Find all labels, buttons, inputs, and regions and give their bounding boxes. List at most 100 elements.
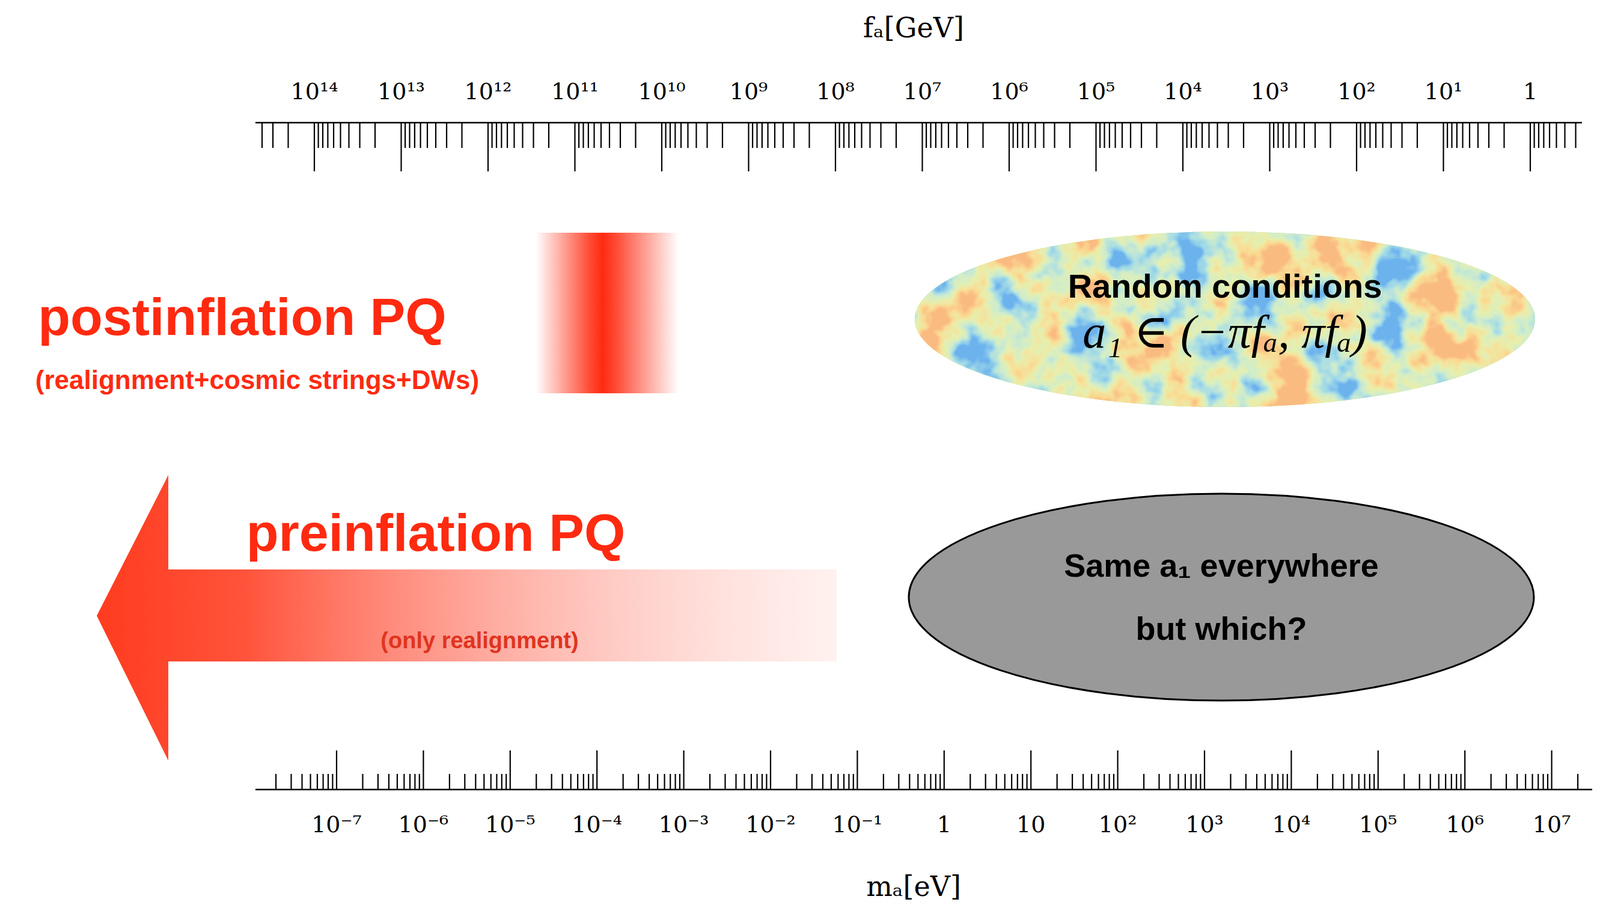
axis-tick bbox=[747, 122, 749, 172]
tick-label: 10³ bbox=[1185, 812, 1224, 838]
axis-tick bbox=[322, 122, 324, 148]
axis-tick bbox=[860, 122, 862, 148]
regime-note: (only realignment) bbox=[380, 628, 579, 654]
axis-tick bbox=[1381, 122, 1384, 148]
tick-label: 1 bbox=[1523, 79, 1538, 105]
axis-tick bbox=[674, 773, 677, 790]
axis-tick bbox=[924, 773, 926, 790]
axis-tick bbox=[947, 122, 950, 148]
axis-tick bbox=[1314, 122, 1316, 148]
axis-tick bbox=[313, 122, 315, 172]
axis-tick bbox=[1229, 773, 1231, 790]
axis-tick bbox=[418, 773, 421, 790]
axis-tick bbox=[322, 773, 324, 790]
axis-tick bbox=[577, 773, 579, 790]
axis-tick bbox=[1548, 122, 1551, 148]
axis-tick bbox=[1113, 773, 1115, 790]
axis-tick bbox=[852, 773, 855, 790]
tick-label: 10⁵ bbox=[1077, 79, 1116, 105]
axis-tick bbox=[1121, 122, 1123, 148]
regime-title: preinflation PQ bbox=[246, 503, 626, 562]
axis-tick bbox=[1364, 122, 1366, 148]
axis-tick bbox=[1574, 122, 1576, 148]
axis-tick bbox=[834, 122, 837, 172]
axis-tick bbox=[619, 122, 621, 148]
axis-tick bbox=[822, 773, 824, 790]
axis-tick bbox=[1551, 750, 1553, 790]
tick-label: 10² bbox=[1098, 812, 1138, 838]
axis-tick bbox=[1016, 122, 1019, 148]
axis-tick bbox=[1403, 773, 1405, 790]
axis-tick bbox=[506, 122, 508, 148]
axis-tick bbox=[1264, 773, 1266, 790]
axis-tick bbox=[1442, 122, 1444, 172]
axis-tick bbox=[1195, 773, 1197, 790]
axis-tick bbox=[943, 750, 945, 790]
axis-tick bbox=[1363, 773, 1365, 790]
axis-tick bbox=[895, 122, 897, 148]
axis-tick bbox=[1369, 773, 1371, 790]
tick-label: 10⁶ bbox=[1445, 812, 1484, 838]
axis-tick bbox=[969, 773, 971, 790]
axis-tick bbox=[464, 773, 466, 790]
random-conditions-ellipse: Random conditionsa₁ ∈ (−πfₐ, πfₐ) bbox=[913, 230, 1537, 409]
axis-tick bbox=[908, 773, 910, 790]
axis-tick bbox=[679, 773, 681, 790]
tick-label: 10⁻² bbox=[745, 812, 796, 838]
axis-tick bbox=[361, 773, 364, 790]
axis-tick bbox=[682, 750, 684, 790]
axis-tick bbox=[1056, 773, 1058, 790]
axis-tick bbox=[1182, 122, 1184, 172]
axis-tick bbox=[1468, 122, 1471, 148]
tick-label: 10⁸ bbox=[816, 79, 855, 105]
axis-tick bbox=[1099, 122, 1101, 148]
axis-tick bbox=[1190, 773, 1192, 790]
ma-axis-line bbox=[255, 788, 1593, 791]
axis-tick bbox=[1169, 773, 1171, 790]
axis-tick bbox=[1090, 773, 1093, 790]
axis-tick bbox=[925, 122, 927, 148]
axis-tick bbox=[1537, 773, 1539, 790]
axis-tick bbox=[1547, 773, 1549, 790]
axis-tick bbox=[1351, 773, 1353, 790]
axis-ticks bbox=[262, 122, 1578, 790]
axis-tick bbox=[1282, 122, 1284, 148]
axis-tick bbox=[721, 122, 724, 148]
preinflation-arrow bbox=[96, 474, 837, 761]
axis-tick bbox=[435, 122, 437, 148]
tick-label: 10⁻¹ bbox=[832, 812, 883, 838]
axis-tick bbox=[1245, 773, 1247, 790]
axis-tick bbox=[1199, 773, 1201, 790]
axis-tick bbox=[1429, 773, 1432, 790]
axis-tick bbox=[1097, 773, 1099, 790]
axis-tick bbox=[848, 122, 850, 148]
axis-tick bbox=[548, 122, 550, 148]
axis-tick bbox=[1533, 122, 1536, 148]
axis-tick bbox=[309, 773, 311, 790]
axis-tick bbox=[882, 773, 885, 790]
axis-tick bbox=[1034, 122, 1036, 148]
axis-tick bbox=[724, 773, 726, 790]
cmb-texture bbox=[913, 230, 1537, 409]
axis-tick bbox=[1095, 122, 1097, 172]
axis-tick bbox=[879, 122, 882, 148]
axis-tick bbox=[1464, 750, 1466, 790]
axis-tick bbox=[491, 122, 493, 148]
axis-tick bbox=[1195, 122, 1197, 148]
axis-tick bbox=[403, 773, 405, 790]
axis-tick bbox=[574, 122, 576, 172]
axis-tick bbox=[843, 773, 845, 790]
tick-label: 10² bbox=[1337, 79, 1376, 105]
axis-tick bbox=[331, 773, 333, 790]
axis-tick bbox=[1114, 122, 1116, 148]
axis-tick bbox=[1373, 773, 1375, 790]
axis-tick bbox=[327, 773, 329, 790]
axis-tick bbox=[1329, 122, 1331, 148]
axis-tick bbox=[1108, 773, 1111, 790]
axis-tick bbox=[1140, 122, 1142, 148]
axis-tick bbox=[1203, 750, 1206, 790]
axis-tick bbox=[1459, 773, 1462, 790]
axis-tick bbox=[261, 122, 263, 148]
axis-tick bbox=[756, 122, 758, 148]
tick-label: 10⁻⁵ bbox=[485, 812, 536, 838]
